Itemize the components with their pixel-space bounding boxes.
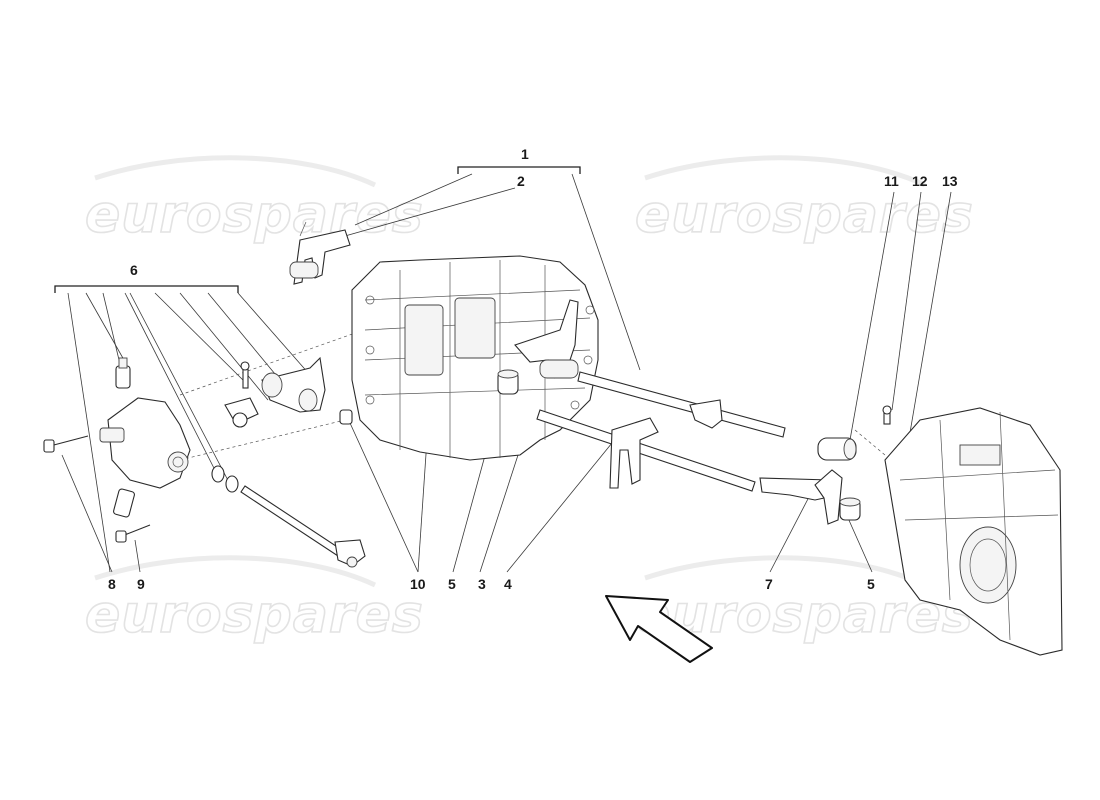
callout-12: 12 bbox=[912, 173, 928, 189]
callout-11: 11 bbox=[884, 173, 899, 189]
callout-6: 6 bbox=[130, 262, 138, 278]
bolt-part-9 bbox=[115, 524, 151, 543]
callout-10: 10 bbox=[410, 576, 426, 592]
watermark-text: eurospares bbox=[85, 185, 424, 245]
callout-7: 7 bbox=[765, 576, 773, 592]
sensor-lower bbox=[113, 488, 135, 518]
watermark-bottom-left: eurospares bbox=[84, 555, 424, 646]
callout-5-right: 5 bbox=[867, 576, 875, 592]
bushing-part-11 bbox=[817, 437, 857, 461]
lever-bracket bbox=[224, 356, 326, 428]
bracket-6 bbox=[54, 285, 239, 293]
watermark-top-left: eurospares bbox=[84, 155, 424, 246]
callout-13: 13 bbox=[942, 173, 958, 189]
bolt-part-8 bbox=[43, 435, 89, 453]
callout-8: 8 bbox=[108, 576, 116, 592]
bushing-part-5-left bbox=[497, 369, 519, 395]
callout-5-left: 5 bbox=[448, 576, 456, 592]
shift-fork-part-7 bbox=[759, 469, 843, 525]
shift-actuator-part-6 bbox=[99, 397, 191, 489]
screw-part-12 bbox=[882, 405, 892, 425]
watermark-text: eurospares bbox=[85, 585, 424, 645]
linkage-rod bbox=[240, 485, 366, 568]
selector-fork-part-2 bbox=[289, 221, 351, 285]
rear-gearbox-case bbox=[884, 407, 1063, 656]
callout-3: 3 bbox=[478, 576, 486, 592]
shift-rod-lower-part-4 bbox=[536, 409, 756, 492]
seal-rings bbox=[211, 465, 239, 493]
bushing-part-5-right bbox=[839, 497, 861, 521]
selector-fork-part-3 bbox=[514, 299, 579, 379]
watermark-top-right: eurospares bbox=[634, 155, 974, 246]
callout-brackets bbox=[54, 166, 581, 293]
watermark-text: eurospares bbox=[635, 185, 974, 245]
shift-rod-upper-part-1 bbox=[577, 371, 786, 438]
callout-2: 2 bbox=[517, 173, 525, 189]
bracket-1 bbox=[457, 166, 581, 174]
gearbox-housing bbox=[351, 255, 599, 461]
front-direction-arrow-icon bbox=[605, 595, 713, 663]
dowel-part-10 bbox=[339, 409, 353, 425]
callout-numbers: 1 2 3 4 5 5 6 7 8 9 10 11 12 13 bbox=[108, 146, 958, 592]
callout-4: 4 bbox=[504, 576, 512, 592]
callout-1: 1 bbox=[521, 146, 529, 162]
callout-9: 9 bbox=[137, 576, 145, 592]
sensor-upper bbox=[115, 357, 131, 389]
